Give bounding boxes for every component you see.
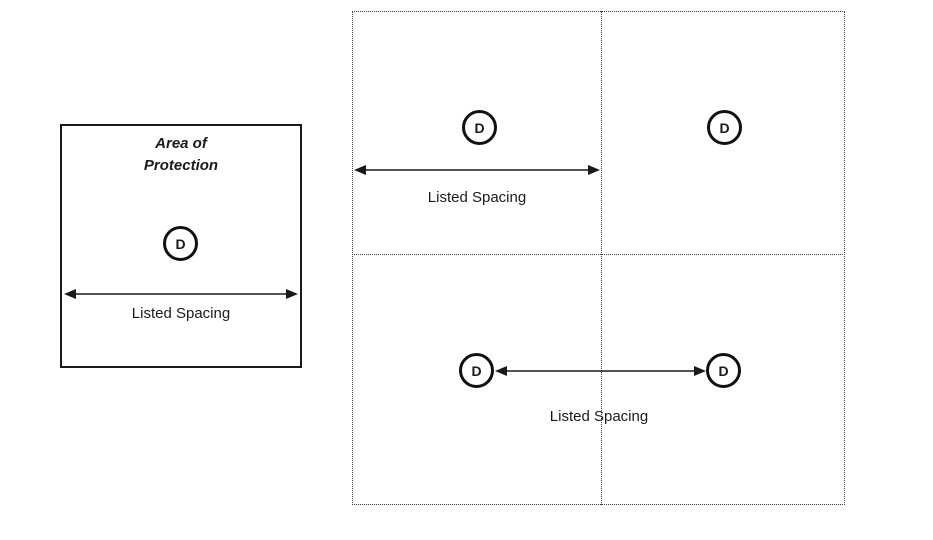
bottom-spacing-label: Listed Spacing: [549, 408, 649, 425]
device-marker-bottom-left: D: [459, 353, 494, 388]
spacing-grid-outline: [352, 11, 845, 505]
device-marker-top-right: D: [707, 110, 742, 145]
left-spacing-label: Listed Spacing: [131, 305, 231, 322]
grid-divider-horizontal: [352, 254, 845, 255]
device-marker-bottom-right: D: [706, 353, 741, 388]
device-marker-top-left: D: [462, 110, 497, 145]
device-marker-label: D: [471, 362, 482, 379]
device-marker-center: D: [163, 226, 198, 261]
top-spacing-arrow: [352, 162, 602, 178]
grid-divider-vertical: [601, 11, 602, 505]
top-spacing-label: Listed Spacing: [427, 189, 527, 206]
device-marker-label: D: [719, 119, 730, 136]
device-marker-label: D: [175, 235, 186, 252]
device-marker-label: D: [718, 362, 729, 379]
area-of-protection-title: Area of Protection: [143, 135, 219, 174]
bottom-spacing-arrow: [493, 363, 708, 379]
left-spacing-arrow: [62, 286, 300, 302]
device-marker-label: D: [474, 119, 485, 136]
